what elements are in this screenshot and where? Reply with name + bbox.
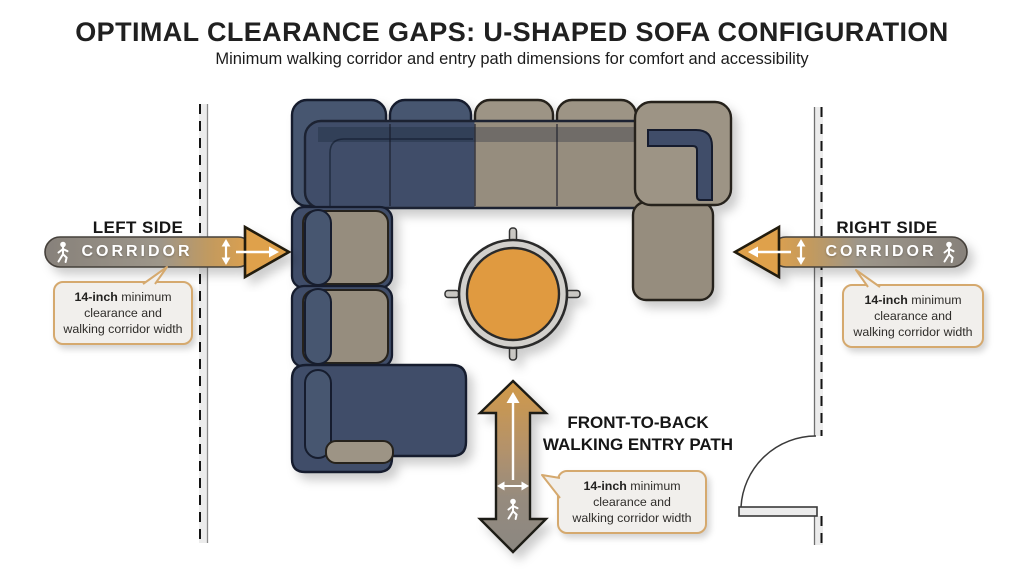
callout-tail bbox=[142, 266, 168, 285]
left-corridor-callout: 14-inch minimum clearance and walking co… bbox=[53, 266, 193, 346]
right-corridor-band-label: CORRIDOR bbox=[825, 243, 937, 260]
door-leaf bbox=[738, 506, 818, 517]
right-corridor-arrow bbox=[732, 224, 968, 280]
sofa-corner-right bbox=[633, 100, 733, 207]
entry-path-arrow bbox=[477, 379, 549, 554]
left-corridor-arrow bbox=[44, 224, 292, 280]
right-side-label: RIGHT SIDE bbox=[836, 218, 938, 237]
callout-tail bbox=[541, 474, 561, 499]
entry-path-label-line1: FRONT-TO-BACK bbox=[567, 413, 709, 432]
coffee-table bbox=[444, 227, 581, 361]
sofa-right-chaise bbox=[631, 200, 715, 302]
left-corridor-band-label: CORRIDOR bbox=[81, 243, 193, 260]
page-subtitle: Minimum walking corridor and entry path … bbox=[215, 50, 809, 68]
sofa bbox=[290, 98, 733, 474]
right-corridor-callout: 14-inch minimum clearance and walking co… bbox=[842, 269, 984, 349]
door bbox=[738, 435, 818, 517]
callout-tail bbox=[855, 269, 881, 288]
entry-path-label: FRONT-TO-BACK WALKING ENTRY PATH bbox=[532, 412, 744, 456]
entry-path-label-line2: WALKING ENTRY PATH bbox=[542, 435, 734, 455]
right-wall bbox=[813, 107, 823, 545]
sofa-back-frame bbox=[647, 129, 713, 201]
sofa-pillow bbox=[325, 440, 394, 464]
entry-path-callout: 14-inch minimum clearance and walking co… bbox=[541, 470, 707, 535]
page-title: OPTIMAL CLEARANCE GAPS: U-SHAPED SOFA CO… bbox=[75, 17, 949, 47]
left-side-label: LEFT SIDE bbox=[92, 218, 184, 237]
left-wall bbox=[199, 104, 209, 543]
